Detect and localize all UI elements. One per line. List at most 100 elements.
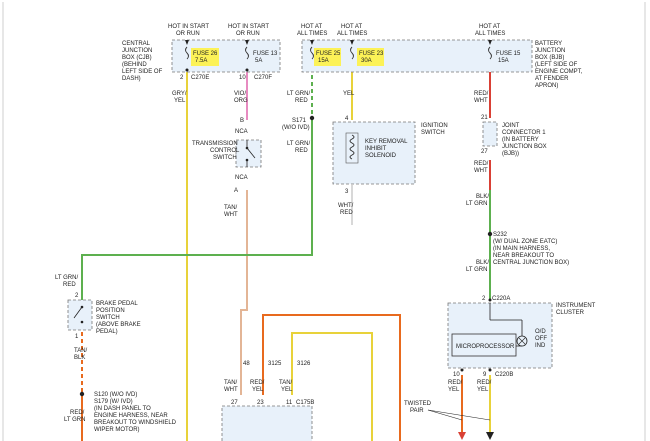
ignition-label-1: SWITCH [421, 130, 445, 136]
bjb-label-6: APRON) [535, 83, 558, 89]
solenoid-label-1: INHIBIT [365, 146, 387, 152]
wire-label-red-ltgrn-a: RED/ [70, 410, 85, 416]
wire-label-ltgrn-red-1a: LT GRN/ [287, 91, 310, 97]
s232-label-3: NEAR BREAKOUT TO [493, 253, 554, 259]
wire-label-tan-yel-b: YEL [281, 387, 293, 393]
s232-label-0: S232 [493, 232, 508, 238]
fuse25-highlight [314, 48, 341, 66]
wire-label-gry-yel-0: GRY/ [172, 91, 187, 97]
pin-dot [460, 368, 464, 372]
wire-circuit-3126 [291, 332, 373, 441]
cluster-label-1: CLUSTER [556, 310, 585, 316]
circuit-3126: 3126 [297, 361, 311, 367]
wire-label-ltgrn-red-3a: LT GRN/ [55, 275, 78, 281]
cjb-supply2-1: OR RUN [236, 31, 260, 37]
circuit-48: 48 [243, 361, 250, 367]
bjb-supply1-0: HOT AT [301, 24, 322, 30]
s120-label-4: BREAKOUT TO WINDSHIELD [94, 420, 177, 426]
solenoid-label-0: KEY REMOVAL [365, 139, 408, 145]
s120-label-2: (IN DASH PANEL TO [94, 406, 151, 412]
arrow-down-icon [486, 432, 494, 440]
pin-27: 27 [231, 400, 238, 406]
ignition-pin-bot: 3 [345, 189, 349, 195]
brake-pin-bot: 1 [75, 334, 79, 340]
wire-label-blk-ltgrn-2a: BLK/ [476, 260, 489, 266]
tcs-pin-top: B [240, 118, 244, 124]
wire-label-tan-wht-2a: TAN/ [224, 380, 238, 386]
pin-dot [185, 68, 189, 72]
tcs-label-2: SWITCH [213, 155, 237, 161]
fuse-13-icon [245, 46, 249, 60]
jc1-label-0: JOINT [502, 123, 520, 129]
s232-label-4: CENTRAL JUNCTION BOX) [493, 260, 569, 266]
brake-contact-dot [80, 320, 84, 324]
bjb-supply3-1: ALL TIMES [475, 31, 505, 37]
tcs-label-1: CONTROL [210, 148, 240, 154]
bjb-label-0: BATTERY [535, 41, 562, 47]
fuse15-rating: 15A [498, 58, 509, 64]
arrow-down-icon [458, 432, 466, 440]
supply-arrow-icon [185, 40, 189, 45]
solenoid-coil-icon [349, 134, 355, 160]
brake-label-0: BRAKE PEDAL [96, 301, 138, 307]
joint-connector-box [482, 121, 498, 147]
tcs-nca-bot: NCA [235, 175, 248, 181]
ignition-switch-box [332, 121, 416, 185]
cluster-pin-b: 9 [483, 372, 487, 378]
wire-label-ltgrn-red-1b: RED [295, 98, 308, 104]
wire-label-vio-org-0: VIO/ [234, 91, 246, 97]
cjb-label-4: LEFT SIDE OF [122, 69, 163, 75]
twisted-leader-a [427, 409, 463, 421]
wire-label-gry-yel-1: YEL [174, 98, 186, 104]
brake-label-1: POSITION [96, 308, 125, 314]
tcs-contact-dot [245, 146, 249, 150]
conn-c175b: C175B [296, 400, 314, 406]
pin-dot [488, 298, 492, 302]
wire-ltgrn-red [81, 118, 313, 300]
pin-23: 23 [257, 400, 264, 406]
splice-s171-dot [309, 115, 315, 121]
fuse23-highlight [357, 48, 384, 66]
bjb-label-2: BOX (BJB) [535, 55, 564, 61]
wire-circuit-3125 [262, 314, 401, 441]
twisted-leader-b [427, 409, 491, 421]
wire-label-tan-yel-a: TAN/ [279, 380, 293, 386]
cluster-pin-top: 2 [482, 296, 486, 302]
tcs-box [235, 139, 262, 168]
wire-label-red-wht-2b: WHT [474, 168, 488, 174]
ind-label-2: IND [535, 343, 546, 349]
fuse25-name: FUSE 25 [316, 51, 341, 57]
bjb-label-5: AT FENDER [535, 76, 569, 82]
ignition-label-0: IGNITION [421, 123, 448, 129]
tcs-label-0: TRANSMISSION [192, 141, 238, 147]
supply-arrow-icon [350, 40, 354, 45]
cjb-supply1-0: HOT IN START [168, 24, 209, 30]
jc1-label-4: (BJB)) [502, 151, 519, 157]
brake-label-4: PEDAL) [96, 329, 118, 335]
bjb-label-3: (LEFT SIDE OF [535, 62, 578, 68]
fuse13-rating: 5A [255, 58, 262, 64]
jc1-pin-top: 21 [481, 115, 488, 121]
wire-label-tan-wht-1b: WHT [224, 212, 238, 218]
cluster-conn-top: C220A [492, 296, 510, 302]
cjb-pin-b: 10 [239, 75, 246, 81]
wire-label-ltgrn-red-2b: RED [295, 148, 308, 154]
pin-11: 11 [286, 400, 293, 406]
s120-label-0: S120 (W/O IVD) [94, 392, 137, 398]
cjb-label-2: BOX (CJB) [122, 55, 152, 61]
supply-arrow-icon [245, 40, 249, 45]
ind-label-1: OFF [535, 336, 547, 342]
supply-arrow-icon [310, 40, 314, 45]
tcs-switch-arm [246, 147, 256, 159]
wire-label-red-ltgrn-b: LT GRN [64, 417, 85, 423]
wire-label-blk-ltgrn-1b: LT GRN [466, 201, 487, 207]
s232-label-1: (W/ DUAL ZONE EATC) [493, 239, 557, 245]
wire-label-red-wht-1a: RED/ [474, 91, 489, 97]
cjb-pin-a: 2 [180, 75, 184, 81]
fuse26-name: FUSE 26 [193, 51, 218, 57]
fuse23-rating: 30A [361, 58, 372, 64]
tcs-nca-top: NCA [235, 129, 248, 135]
bjb-label-4: ENGINE COMPT, [535, 69, 583, 75]
wire-label-red-yel-1a: RED/ [250, 380, 265, 386]
microprocessor-label: MICROPROCESSOR [456, 344, 515, 350]
